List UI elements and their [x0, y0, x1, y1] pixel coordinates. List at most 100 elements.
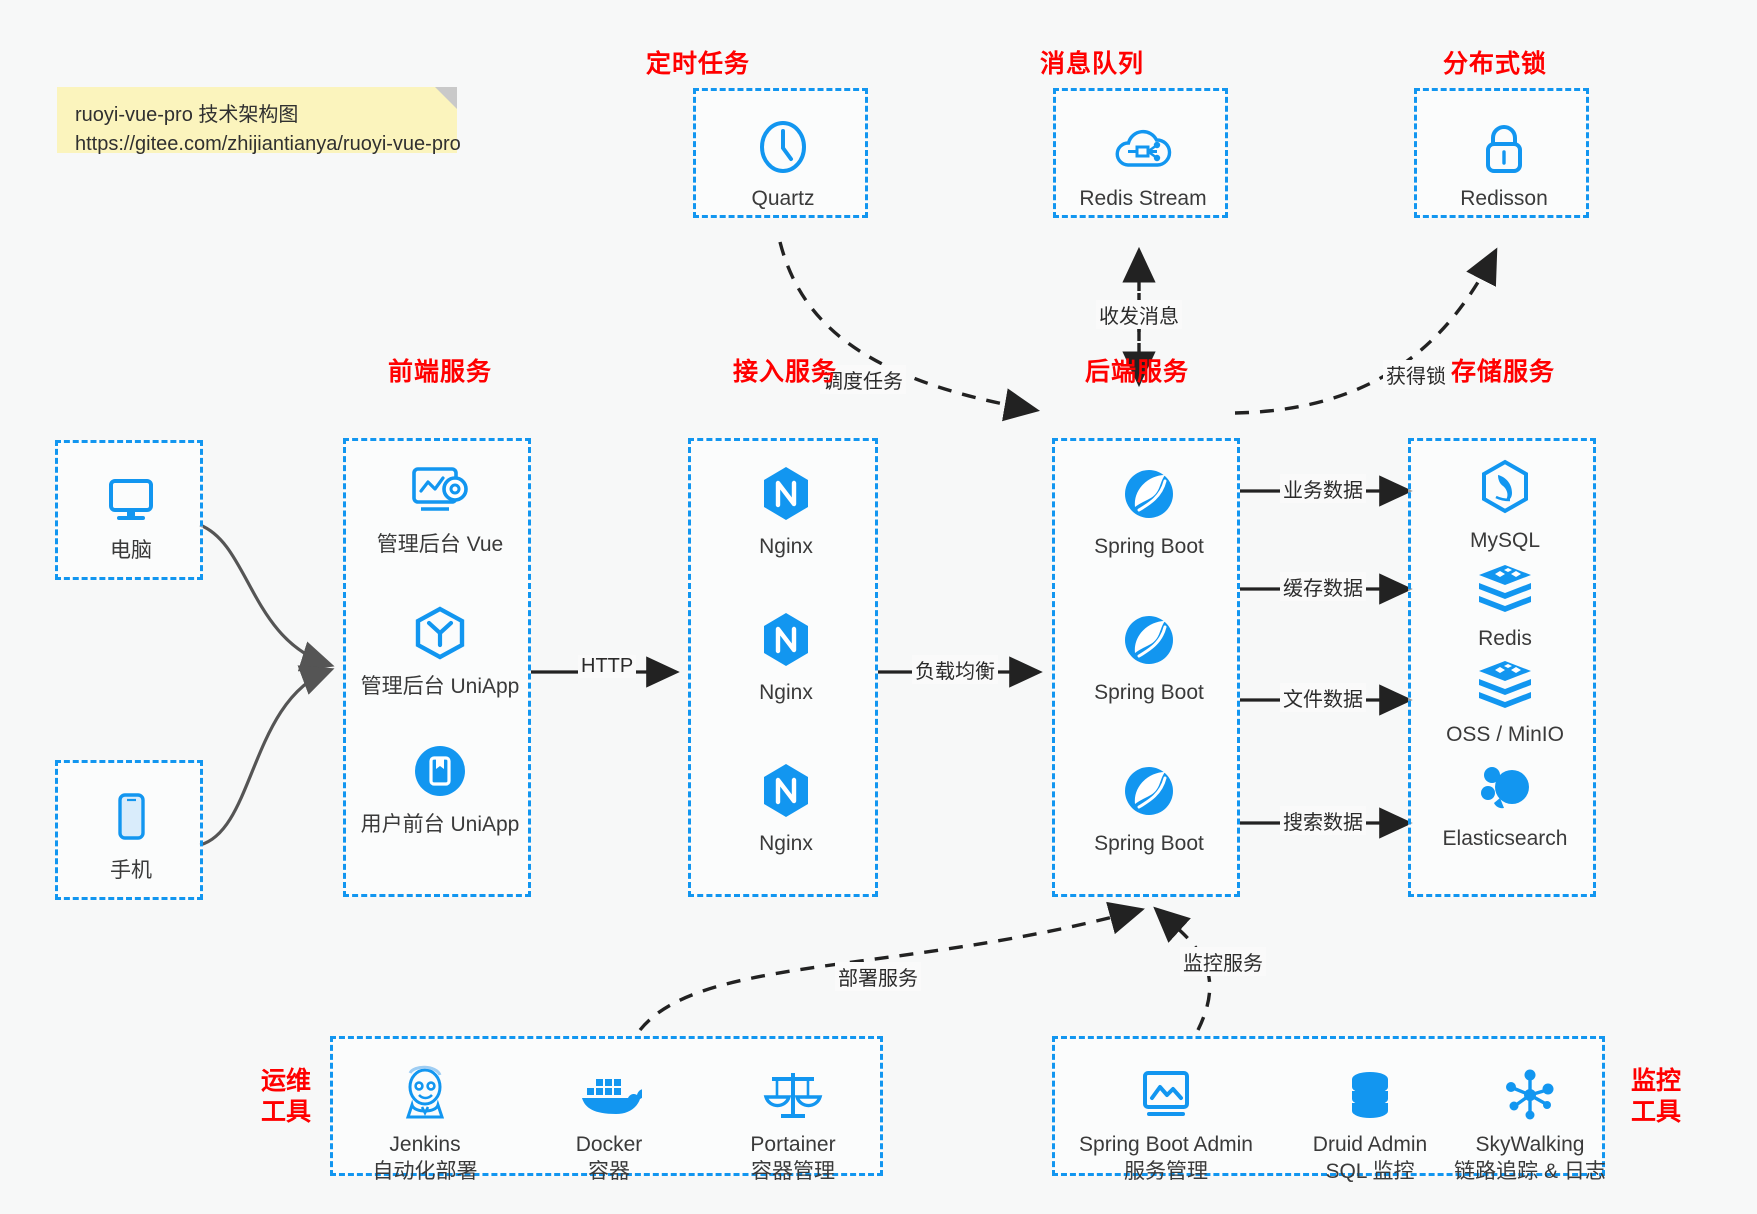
node-mysql[interactable]: MySQL: [1425, 447, 1585, 555]
edge-label-load-balance: 负载均衡: [912, 655, 998, 684]
node-nginx-2[interactable]: Nginx: [706, 599, 866, 707]
group-box-gateway: Nginx Nginx Nginx: [688, 438, 878, 897]
note-line-1: ruoyi-vue-pro 技术架构图: [75, 104, 299, 126]
node-sublabel: 服务管理: [1124, 1159, 1208, 1183]
node-druid-admin[interactable]: Druid Admin SQL 监控: [1280, 1051, 1460, 1186]
node-sublabel: 容器: [588, 1159, 630, 1183]
node-redis[interactable]: Redis: [1425, 545, 1585, 653]
spring-leaf-icon: [1069, 750, 1229, 822]
node-redisson[interactable]: Redisson: [1424, 105, 1584, 213]
node-label: 手机: [110, 859, 152, 882]
edge-label-monitor-service: 监控服务: [1180, 947, 1266, 976]
note-line-2: https://gitee.com/zhijiantianya/ruoyi-vu…: [75, 133, 461, 155]
node-elasticsearch[interactable]: Elasticsearch: [1425, 745, 1585, 853]
edge-label-acquire-lock: 获得锁: [1383, 360, 1449, 389]
node-spring-boot-admin[interactable]: Spring Boot Admin 服务管理: [1052, 1051, 1280, 1186]
node-nginx-3[interactable]: Nginx: [706, 750, 866, 858]
group-title-storage: 存储服务: [1450, 358, 1555, 386]
edge-label-send-receive: 收发消息: [1096, 300, 1182, 329]
edge-mobile-to-frontend: [199, 665, 335, 847]
monitor-title-line-1: 监控: [1630, 1067, 1681, 1095]
edge-pc-to-frontend: [199, 523, 335, 672]
node-label: Elasticsearch: [1442, 827, 1568, 850]
nginx-icon: [706, 750, 866, 822]
node-pc[interactable]: 电脑: [51, 457, 211, 565]
sticky-note: ruoyi-vue-pro 技术架构图 https://gitee.com/zh…: [57, 87, 461, 155]
group-title-devops: 运维 工具: [250, 1066, 322, 1129]
oss-stack-icon: [1425, 641, 1585, 713]
group-title-backend: 后端服务: [1084, 358, 1189, 386]
node-springboot-1[interactable]: Spring Boot: [1069, 453, 1229, 561]
group-box-storage: MySQL Redis: [1408, 438, 1596, 897]
redis-stack-icon: [1425, 545, 1585, 617]
group-box-scheduler: Quartz: [693, 88, 868, 218]
note-fold-icon: [435, 87, 457, 109]
group-box-monitor: Spring Boot Admin 服务管理 Druid Admin SQL 监…: [1052, 1036, 1606, 1183]
mysql-dolphin-icon: [1425, 447, 1585, 519]
node-quartz[interactable]: Quartz: [703, 105, 863, 213]
node-label: MySQL: [1469, 529, 1540, 552]
edge-label-http: HTTP: [578, 655, 637, 678]
node-docker[interactable]: Docker 容器: [529, 1051, 689, 1186]
edge-label-file-data: 文件数据: [1280, 683, 1366, 712]
node-label: Redisson: [1460, 187, 1548, 210]
edge-label-schedule-task: 调度任务: [820, 365, 906, 394]
node-label: Docker: [575, 1133, 643, 1156]
node-sublabel: 链路追踪 & 日志: [1454, 1159, 1606, 1183]
group-title-scheduler: 定时任务: [645, 50, 750, 78]
node-label: Quartz: [751, 187, 815, 210]
node-redis-stream[interactable]: Redis Stream: [1063, 105, 1223, 213]
nginx-icon: [706, 599, 866, 671]
group-box-lock: Redisson: [1414, 88, 1589, 218]
node-sublabel: 容器管理: [751, 1159, 835, 1183]
cube-y-icon: [360, 593, 520, 665]
node-admin-uniapp[interactable]: 管理后台 UniApp: [360, 593, 520, 701]
node-label: Nginx: [759, 681, 813, 704]
node-user-uniapp[interactable]: 用户前台 UniApp: [360, 731, 520, 839]
node-portainer[interactable]: Portainer 容器管理: [713, 1051, 873, 1186]
monitor-title-line-2: 工具: [1630, 1098, 1681, 1127]
node-label: OSS / MinIO: [1446, 723, 1564, 746]
group-title-gateway: 接入服务: [732, 358, 837, 386]
jenkins-butler-icon: [345, 1051, 505, 1123]
cloud-mq-icon: [1063, 105, 1223, 177]
spring-leaf-icon: [1069, 453, 1229, 525]
group-title-frontend: 前端服务: [387, 358, 492, 386]
group-box-mq: Redis Stream: [1053, 88, 1228, 218]
node-sublabel: SQL 监控: [1325, 1159, 1415, 1183]
node-springboot-2[interactable]: Spring Boot: [1069, 599, 1229, 707]
node-label: Portainer: [750, 1133, 836, 1156]
node-label: Spring Boot Admin: [1079, 1133, 1253, 1156]
node-springboot-3[interactable]: Spring Boot: [1069, 750, 1229, 858]
node-label: SkyWalking: [1475, 1133, 1585, 1156]
node-label: 管理后台 UniApp: [360, 675, 520, 698]
group-box-pc: 电脑: [55, 440, 203, 580]
node-label: Druid Admin: [1312, 1133, 1428, 1156]
node-oss[interactable]: OSS / MinIO: [1425, 641, 1585, 749]
node-jenkins[interactable]: Jenkins 自动化部署: [345, 1051, 505, 1186]
node-admin-vue[interactable]: 管理后台 Vue: [360, 451, 520, 559]
node-label: Spring Boot: [1094, 681, 1204, 704]
phone-icon: [51, 777, 211, 849]
node-label: Nginx: [759, 832, 813, 855]
group-box-backend: Spring Boot Spring Boot Spring Boot: [1052, 438, 1240, 897]
node-skywalking[interactable]: SkyWalking 链路追踪 & 日志: [1435, 1051, 1625, 1186]
node-nginx-1[interactable]: Nginx: [706, 453, 866, 561]
dashboard-gear-icon: [360, 451, 520, 523]
node-mobile[interactable]: 手机: [51, 777, 211, 885]
group-title-mq: 消息队列: [1039, 50, 1144, 78]
group-box-mobile: 手机: [55, 760, 203, 900]
database-icon: [1280, 1051, 1460, 1123]
node-label: 电脑: [110, 539, 152, 562]
desktop-icon: [51, 457, 211, 529]
node-label: Spring Boot: [1094, 832, 1204, 855]
nginx-icon: [706, 453, 866, 525]
node-label: Nginx: [759, 535, 813, 558]
node-label: Jenkins: [389, 1133, 461, 1156]
scales-icon: [713, 1051, 873, 1123]
clock-icon: [703, 105, 863, 177]
lock-icon: [1424, 105, 1584, 177]
docker-whale-icon: [529, 1051, 689, 1123]
node-label: Spring Boot: [1094, 535, 1204, 558]
